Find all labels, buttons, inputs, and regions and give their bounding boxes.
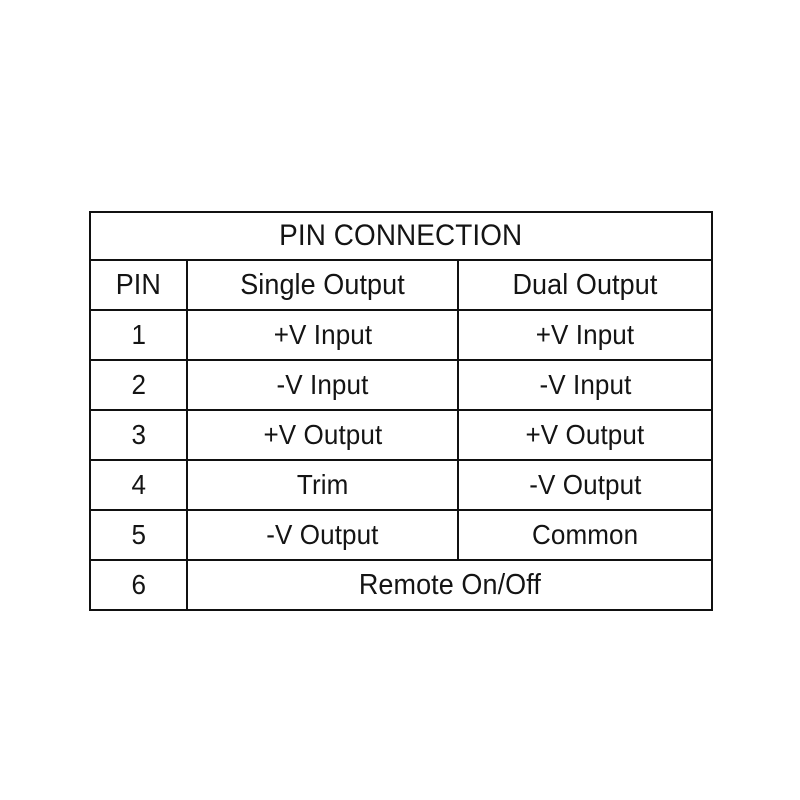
- cell-dual-output-text: Common: [531, 519, 639, 550]
- cell-pin-number: 3: [89, 409, 188, 461]
- cell-pin-number-text: 2: [131, 369, 146, 400]
- column-header-single-output: Single Output: [186, 259, 459, 311]
- table-title-cell: PIN CONNECTION: [88, 211, 714, 261]
- cell-pin-number-text: 4: [131, 469, 146, 500]
- cell-dual-output-text: -V Input: [539, 369, 631, 400]
- cell-pin-number-text: 3: [131, 419, 146, 450]
- cell-dual-output: +V Input: [456, 309, 714, 361]
- cell-remote-on-off-text: Remote On/Off: [358, 568, 541, 601]
- pin-connection-table: PIN CONNECTION PIN Single Output Dual Ou…: [88, 211, 714, 611]
- table-row: 1 +V Input +V Input: [89, 309, 714, 361]
- cell-pin-number-text: 6: [131, 569, 146, 600]
- cell-single-output: Trim: [186, 459, 459, 511]
- column-header-single-output-label: Single Output: [240, 268, 405, 301]
- cell-dual-output-text: -V Output: [528, 469, 642, 500]
- cell-single-output: +V Input: [186, 309, 459, 361]
- cell-dual-output: -V Input: [456, 359, 714, 411]
- table-row: 3 +V Output +V Output: [89, 409, 714, 461]
- cell-single-output-text: -V Output: [266, 519, 379, 550]
- cell-dual-output: Common: [456, 509, 714, 561]
- cell-pin-number: 1: [89, 309, 188, 361]
- table-title-text: PIN CONNECTION: [279, 219, 523, 252]
- cell-pin-number: 4: [89, 459, 188, 511]
- cell-single-output-text: +V Output: [263, 419, 382, 450]
- table-row: 5 -V Output Common: [89, 509, 714, 561]
- cell-pin-number: 5: [89, 509, 188, 561]
- table-row-spanning: 6 Remote On/Off: [89, 559, 714, 611]
- cell-dual-output-text: +V Output: [525, 419, 645, 450]
- column-header-pin-label: PIN: [115, 268, 162, 301]
- cell-single-output: -V Input: [186, 359, 459, 411]
- cell-pin-number-text: 5: [131, 519, 146, 550]
- cell-pin-number-text: 1: [131, 319, 146, 350]
- cell-dual-output: +V Output: [456, 409, 714, 461]
- table-row: 4 Trim -V Output: [89, 459, 714, 511]
- cell-pin-number: 6: [89, 559, 188, 611]
- cell-single-output-text: -V Input: [276, 369, 369, 400]
- cell-single-output-text: +V Input: [273, 319, 372, 350]
- cell-remote-on-off: Remote On/Off: [185, 559, 714, 611]
- table-title-row: PIN CONNECTION: [88, 211, 714, 261]
- cell-pin-number: 2: [89, 359, 188, 411]
- cell-single-output: -V Output: [186, 509, 459, 561]
- column-header-dual-output-label: Dual Output: [512, 268, 658, 301]
- column-header-pin: PIN: [89, 259, 188, 311]
- column-header-dual-output: Dual Output: [456, 259, 714, 311]
- cell-single-output: +V Output: [186, 409, 459, 461]
- cell-single-output-text: Trim: [296, 469, 349, 500]
- pin-connection-table-container: PIN CONNECTION PIN Single Output Dual Ou…: [88, 211, 714, 611]
- table-row: 2 -V Input -V Input: [89, 359, 714, 411]
- cell-dual-output: -V Output: [456, 459, 714, 511]
- table-header-row: PIN Single Output Dual Output: [89, 259, 714, 311]
- cell-dual-output-text: +V Input: [535, 319, 635, 350]
